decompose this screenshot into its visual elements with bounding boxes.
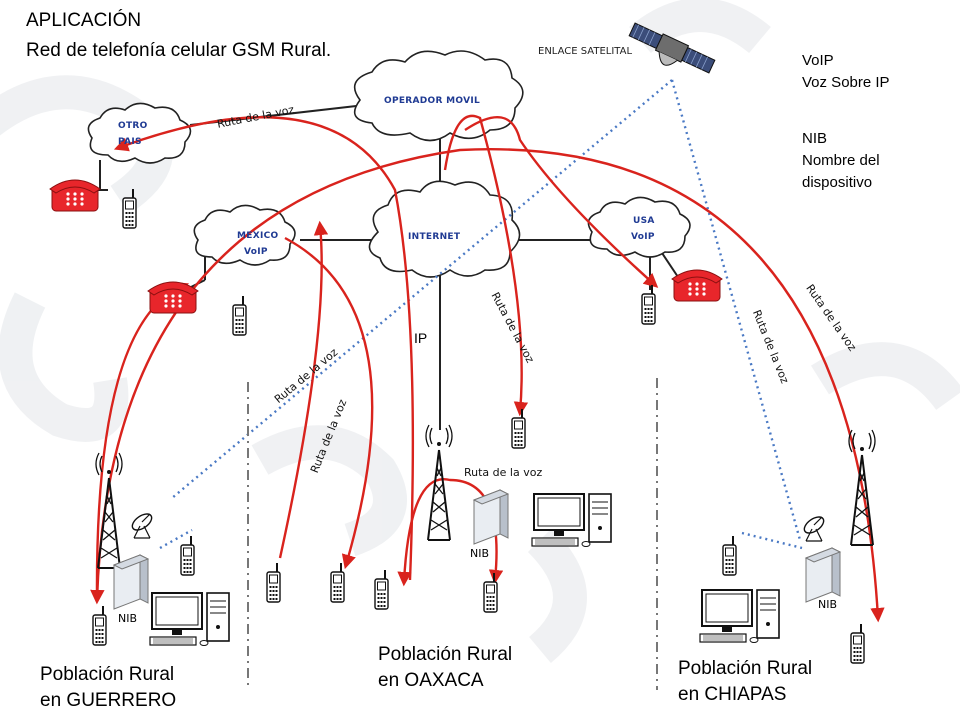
- cloud-label-mexico: MEXICO: [237, 231, 279, 241]
- computer-icon: [149, 592, 230, 647]
- page-subtitle: Red de telefonía celular GSM Rural.: [26, 40, 332, 61]
- region-oaxaca-line1: Población Rural: [378, 644, 513, 665]
- computer-icon: [531, 493, 612, 548]
- legend-nib-desc-1: Nombre del: [802, 152, 880, 169]
- cloud-label-usa-voip: VoIP: [631, 232, 655, 242]
- cloud-label-internet: INTERNET: [408, 232, 461, 242]
- cloud-mexico-voip: [193, 204, 296, 266]
- cloud-label-operador: OPERADOR MOVIL: [384, 96, 481, 106]
- region-guerrero-line2: en GUERRERO: [40, 690, 177, 711]
- cellphone-icon: [722, 535, 737, 576]
- route-guerrero-usa: [90, 148, 885, 623]
- route-guerrero-operador: [95, 281, 190, 599]
- satellite-dish-icon: [128, 510, 156, 539]
- legend-voip-title: VoIP: [802, 52, 834, 69]
- legend-nib-title: NIB: [802, 130, 828, 147]
- computer-icon: [699, 589, 780, 644]
- voice-routes: [90, 114, 885, 623]
- cloud-internet: [368, 180, 521, 278]
- cellphone-icon: [92, 605, 107, 646]
- page-title: APLICACIÓN: [26, 10, 142, 31]
- cloud-usa-voip: [587, 196, 691, 258]
- cloud-label-pais: PAIS: [118, 137, 142, 147]
- satellite-label: ENLACE SATELITAL: [538, 46, 633, 57]
- cellphone-icon: [180, 535, 195, 576]
- route-mexico-cell: [284, 236, 374, 570]
- nib-device-icon: [113, 554, 149, 610]
- cellphone-icon: [266, 562, 281, 603]
- satellite-dish-icon: [800, 513, 828, 542]
- nib-device-icon: [473, 489, 509, 545]
- region-chiapas-line2: en CHIAPAS: [678, 684, 787, 705]
- cloud-label-mexico-voip: VoIP: [244, 247, 268, 257]
- route-oaxaca-mexico: [278, 220, 329, 559]
- ruta-label: Ruta de la voz: [464, 466, 543, 479]
- region-separators: [247, 378, 658, 690]
- route-otro-pais: [113, 116, 415, 581]
- satellite-links: [159, 79, 803, 550]
- legend-nib-desc-2: dispositivo: [802, 174, 873, 191]
- ip-label: IP: [414, 330, 428, 346]
- cell-tower-icon: [425, 424, 453, 541]
- nib-device-icon: [805, 547, 841, 603]
- cellphone-icon: [511, 408, 526, 449]
- cloud-label-usa: USA: [633, 216, 655, 226]
- route-operador-cell: [443, 114, 529, 417]
- cellphone-icon: [850, 623, 865, 664]
- cellphone-icon: [374, 569, 389, 610]
- landline-phone-icon: [671, 269, 723, 302]
- nib-label: NIB: [818, 598, 838, 611]
- region-oaxaca-line2: en OAXACA: [378, 670, 484, 691]
- nib-label: NIB: [470, 547, 490, 560]
- cellphone-icon: [330, 562, 345, 603]
- landline-phone-icon: [147, 281, 199, 314]
- landline-phone-icon: [49, 179, 101, 212]
- cellphone-icon: [232, 295, 247, 336]
- nib-label: NIB: [118, 612, 138, 625]
- route-operador-usa: [464, 116, 659, 288]
- region-guerrero-line1: Población Rural: [40, 664, 175, 685]
- legend-voip-desc: Voz Sobre IP: [802, 74, 890, 91]
- cellphone-icon: [641, 284, 656, 325]
- cloud-otro-pais: [87, 102, 192, 164]
- satellite-icon: [628, 22, 716, 74]
- cloud-label-otro: OTRO: [118, 121, 148, 131]
- region-chiapas-line1: Población Rural: [678, 658, 813, 679]
